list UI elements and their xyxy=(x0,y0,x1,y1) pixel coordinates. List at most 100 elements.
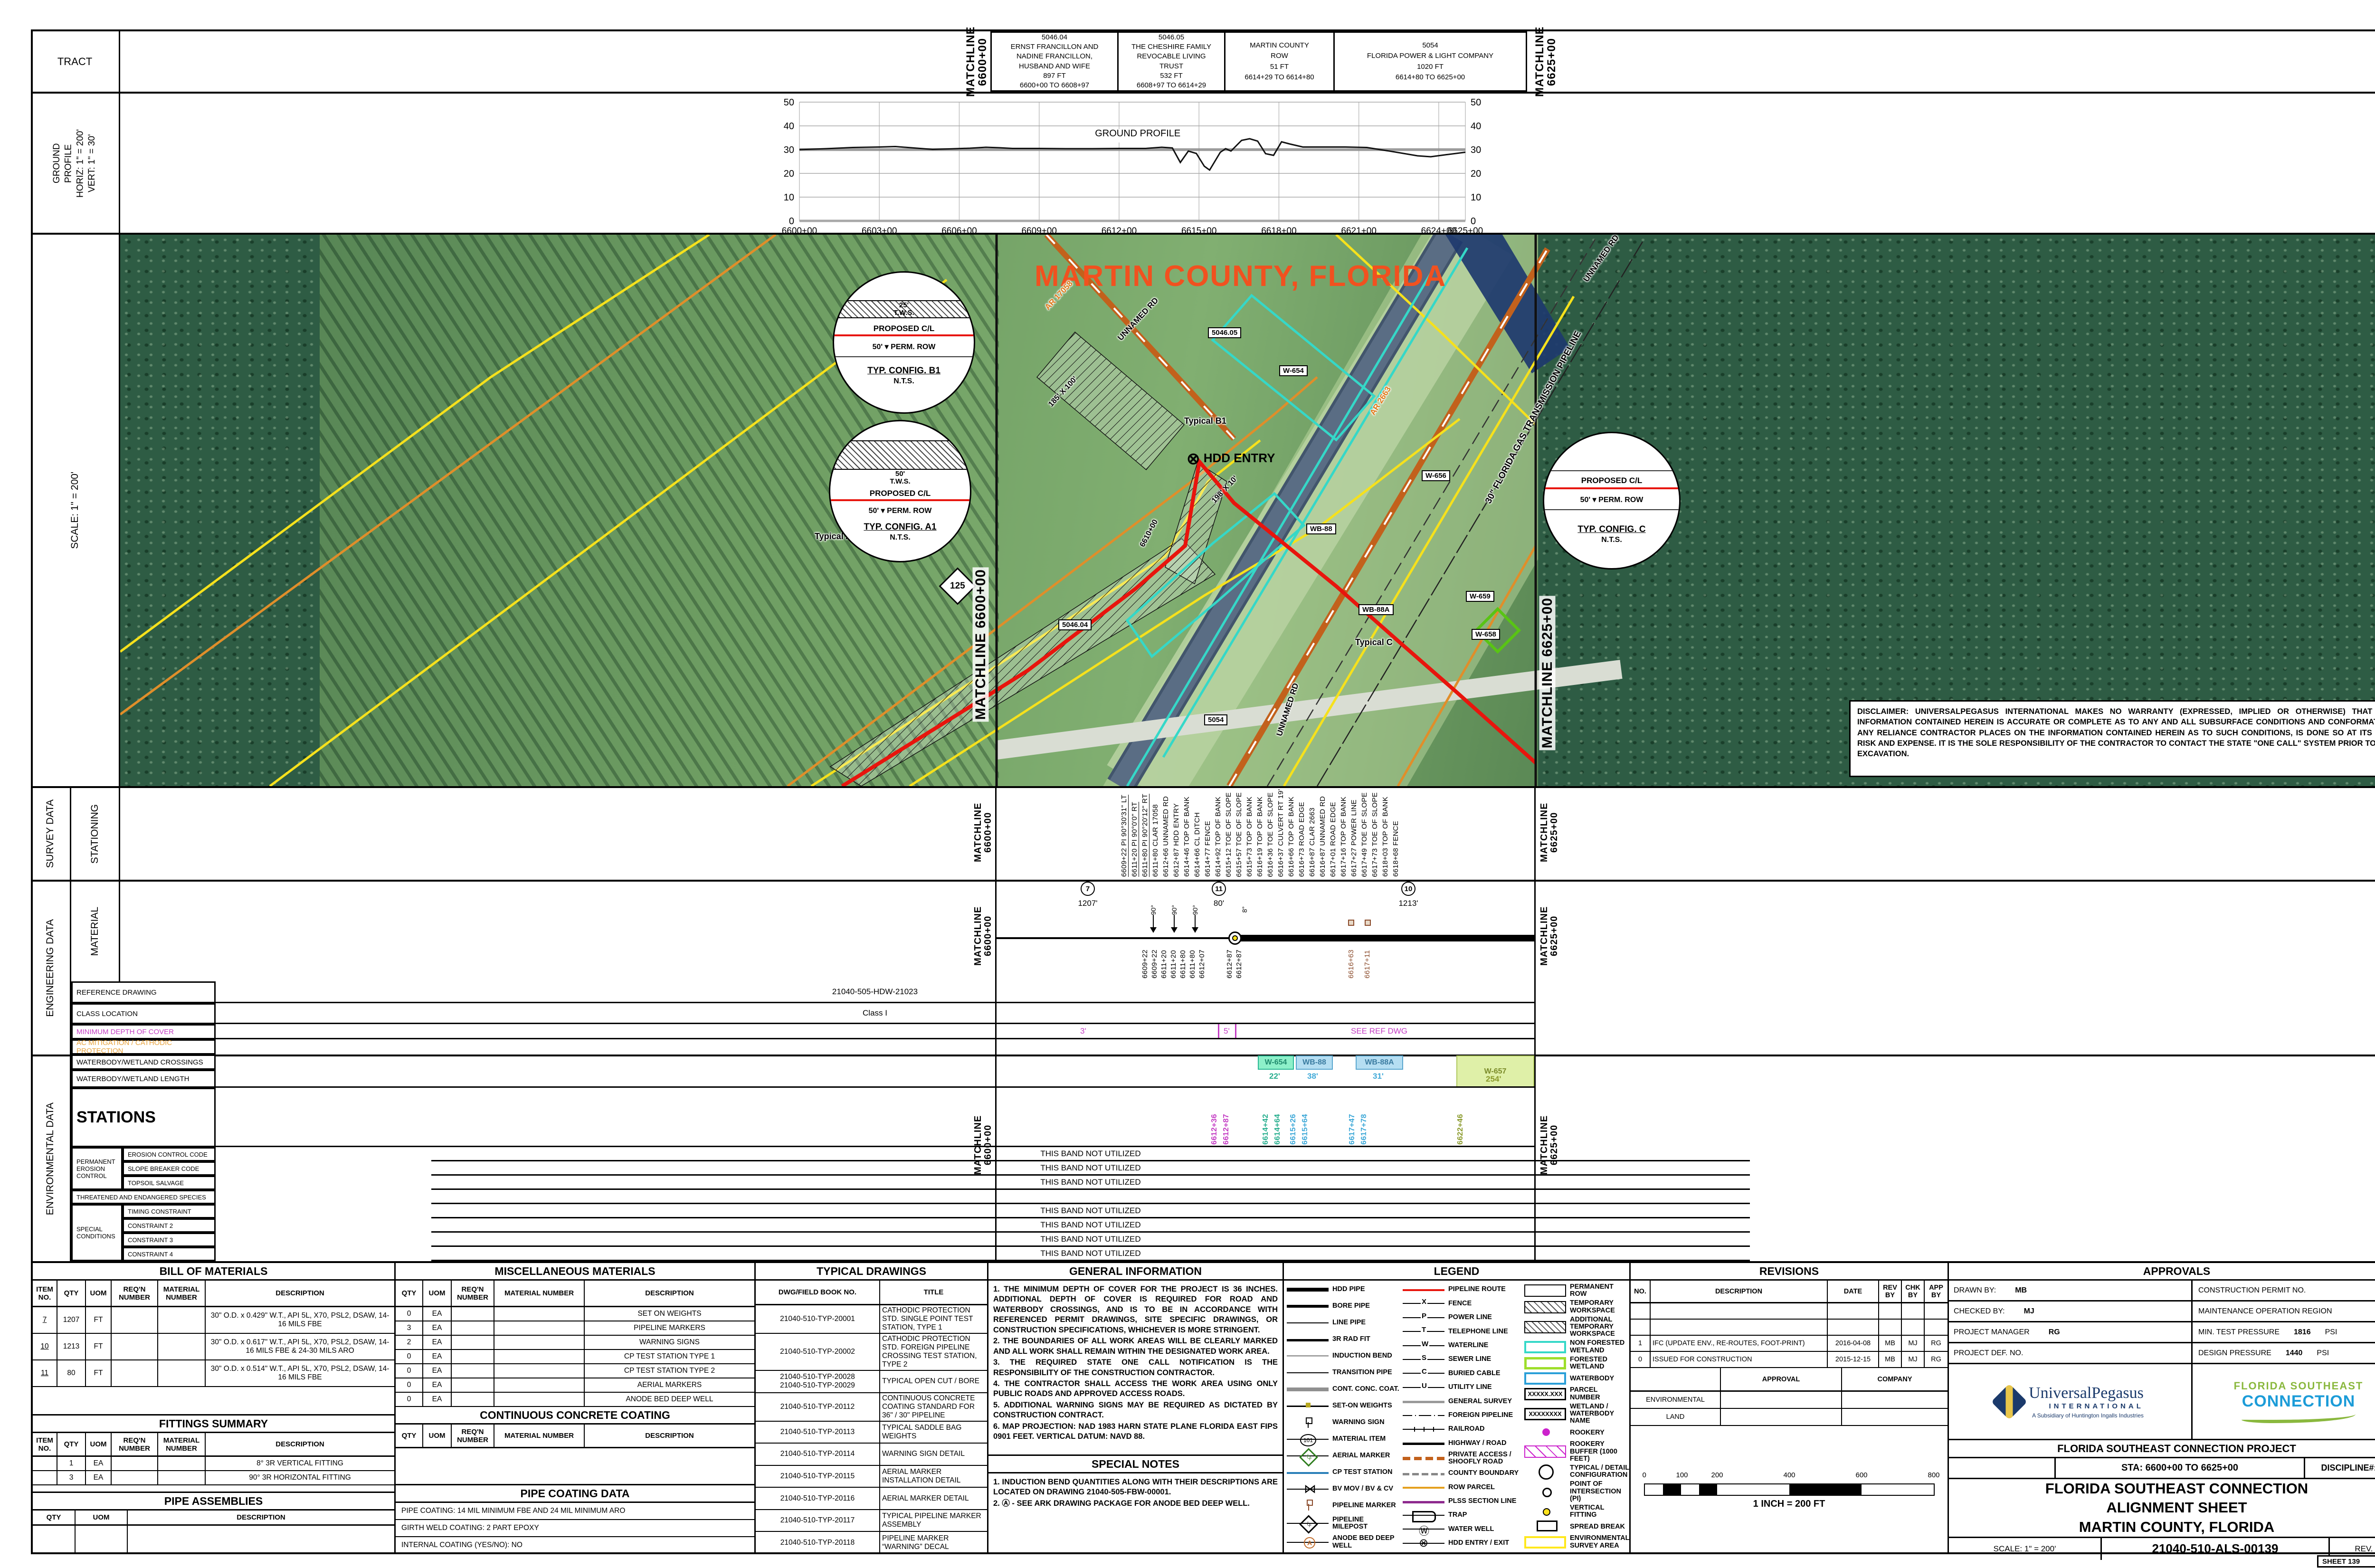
svg-text:0: 0 xyxy=(1471,216,1476,227)
legend-symbol xyxy=(1403,1467,1444,1480)
legend-item: RAILROAD xyxy=(1403,1423,1522,1435)
survey-station: 6611+20 PI 90°0'0" RT xyxy=(1130,802,1139,877)
legend-item: BV MOV / BV & CV xyxy=(1287,1482,1401,1496)
row-label-topsoil: TOPSOIL SALVAGE xyxy=(123,1176,216,1190)
survey-station: 6611+80 CLAR 17058 xyxy=(1151,804,1159,877)
legend-symbol xyxy=(1287,1517,1329,1530)
svg-text:40: 40 xyxy=(1471,121,1481,132)
survey-station: 6614+46 TOP OF BANK xyxy=(1183,797,1191,877)
band-row: THIS BAND NOT UTILIZED xyxy=(431,1218,1750,1233)
legend-symbol xyxy=(1403,1395,1444,1407)
typ-config-c-detail: PROPOSED C/L 50' ▾ PERM. ROW TYP. CONFIG… xyxy=(1543,432,1681,570)
forest-right xyxy=(1538,235,2375,786)
legend-symbol xyxy=(1287,1350,1329,1362)
titleblock-bottom-row: SCALE: 1" = 200' 21040-510-ALS-00139 REV… xyxy=(1949,1538,2375,1560)
aerial-map: MARTIN COUNTY, FLORIDA 5046.05 5046.04 5… xyxy=(120,235,2375,786)
tract-box: MARTIN COUNTY ROW 51 FT 6614+29 TO 6614+… xyxy=(1226,31,1335,92)
svg-text:6625+00: 6625+00 xyxy=(1448,226,1483,236)
legend-symbol xyxy=(1287,1333,1329,1346)
survey-station: 6618+68 FENCE xyxy=(1392,821,1400,877)
pipe-coating-row: INTERNAL COATING (YES/NO): NO xyxy=(396,1537,754,1554)
revisions-title: REVISIONS xyxy=(1631,1263,1948,1281)
legend-item: POINT OF INTERSECTION (PI) xyxy=(1524,1481,1629,1502)
crossing-length: 254' xyxy=(1486,1074,1501,1083)
row-label-pec: PERMANENT EROSION CONTROL xyxy=(71,1147,123,1190)
legend-symbol: XXXXX.XXX xyxy=(1524,1387,1566,1400)
eng-station: 6616+63 xyxy=(1347,950,1355,979)
legend-symbol xyxy=(1524,1426,1566,1439)
legend-section: LEGEND HDD PIPE BORE PIPE LINE xyxy=(1284,1263,1629,1554)
survey-station: 6611+80 PI 90°20'12" RT xyxy=(1141,793,1149,877)
bend-flag: 90° xyxy=(1170,905,1178,933)
bend-flags: 90° 90° 90° xyxy=(1150,905,1199,933)
sidebar-material-label: MATERIAL xyxy=(71,882,120,981)
svg-text:6621+00: 6621+00 xyxy=(1341,226,1377,236)
sidebar-profile-label: GROUND PROFILE HORIZ: 1" = 200' VERT: 1"… xyxy=(31,94,120,233)
ccc-title: CONTINUOUS CONCRETE COATING xyxy=(396,1407,754,1425)
fsc-logo: FLORIDA SOUTHEAST CONNECTION xyxy=(2193,1364,2375,1439)
map-matchline-left: MATCHLINE 6600+00 xyxy=(973,567,989,722)
revision-row xyxy=(1631,1320,1948,1336)
legend-symbol xyxy=(1287,1450,1329,1462)
map-matchline-right: MATCHLINE 6625+00 xyxy=(1539,596,1556,751)
legend-symbol xyxy=(1524,1464,1566,1480)
legend-item: ROOKERY xyxy=(1524,1426,1629,1439)
survey-station: 6616+87 UNNAMED RD xyxy=(1319,796,1327,877)
material-length-7: 1207' xyxy=(1078,899,1098,908)
ac-mitigation-value xyxy=(216,1039,1534,1055)
legend-item: PIPELINE MILEPOST xyxy=(1287,1516,1401,1530)
survey-station: 6612+87 HDD ENTRY xyxy=(1172,803,1180,877)
sidebar-stationing-label: STATIONING xyxy=(71,788,120,880)
legend-item: ROOKERY BUFFER (1000 FEET) xyxy=(1524,1441,1629,1463)
legend-item: MATERIAL ITEM xyxy=(1287,1433,1401,1446)
legend-symbol xyxy=(1287,1283,1329,1296)
gen-items: 1. THE MINIMUM DEPTH OF COVER FOR THE PR… xyxy=(988,1281,1282,1456)
legend-item: NON FORESTED WETLAND xyxy=(1524,1340,1629,1354)
survey-station: 6617+27 POWER LINE xyxy=(1350,799,1358,877)
class-location-value: Class I xyxy=(216,1003,1534,1024)
svg-text:6615+00: 6615+00 xyxy=(1181,226,1217,236)
tract-matchline-left: MATCHLINE 6600+00 xyxy=(964,26,989,97)
map-overlay-graphics xyxy=(120,235,1644,786)
min-depth-values: 3' 5' SEE REF DWG xyxy=(216,1024,1534,1039)
eng-station: 6617+11 xyxy=(1363,950,1371,979)
typical-drawings-section: TYPICAL DRAWINGS DWG/FIELD BOOK NO.TITLE… xyxy=(756,1263,987,1555)
survey-station: 6609+22 PI 90°30'31" LT xyxy=(1120,794,1128,877)
legend-symbol xyxy=(1524,1321,1566,1333)
legend-item: PERMANENT ROW xyxy=(1524,1283,1629,1298)
legend-symbol xyxy=(1403,1283,1444,1296)
hdd-entry-icon: ⊗ xyxy=(1187,450,1200,468)
gen-item: 1. THE MINIMUM DEPTH OF COVER FOR THE PR… xyxy=(993,1285,1278,1334)
svg-text:GROUND PROFILE: GROUND PROFILE xyxy=(1095,128,1180,139)
legend-item: TRANSITION PIPE xyxy=(1287,1367,1401,1379)
wetland-label-w658: W-658 xyxy=(1472,629,1500,640)
typical-b1-callout: Typical B1 xyxy=(1184,416,1226,426)
eng-stations-markers: 6616+63 6617+11 xyxy=(1347,944,1373,979)
gen-title: GENERAL INFORMATION xyxy=(988,1263,1282,1281)
material-item-7: 7 xyxy=(1081,882,1095,896)
legend-item: ENVIRONMENTAL SURVEY AREA xyxy=(1524,1535,1629,1549)
survey-station: 6615+73 TOP OF BANK xyxy=(1245,797,1254,877)
legend-item: PRIVATE ACCESS / SHOOFLY ROAD xyxy=(1403,1451,1522,1465)
eng-station: 6609+22 xyxy=(1150,950,1159,979)
survey-stations: 6609+22 PI 90°30'31" LT 6611+20 PI 90°0'… xyxy=(1120,789,1402,877)
crossing-length: 38' xyxy=(1307,1072,1318,1081)
forest-left xyxy=(120,235,320,786)
tract-box: 5046.05 THE CHESHIRE FAMILY REVOCABLE LI… xyxy=(1119,31,1226,92)
scale-note: SCALE: 1" = 200' xyxy=(1949,1538,2102,1560)
fsc-swoosh xyxy=(2242,1411,2356,1423)
legend-symbol: XXXXXXXX xyxy=(1524,1407,1566,1420)
general-information-section: GENERAL INFORMATION 1. THE MINIMUM DEPTH… xyxy=(988,1263,1282,1554)
